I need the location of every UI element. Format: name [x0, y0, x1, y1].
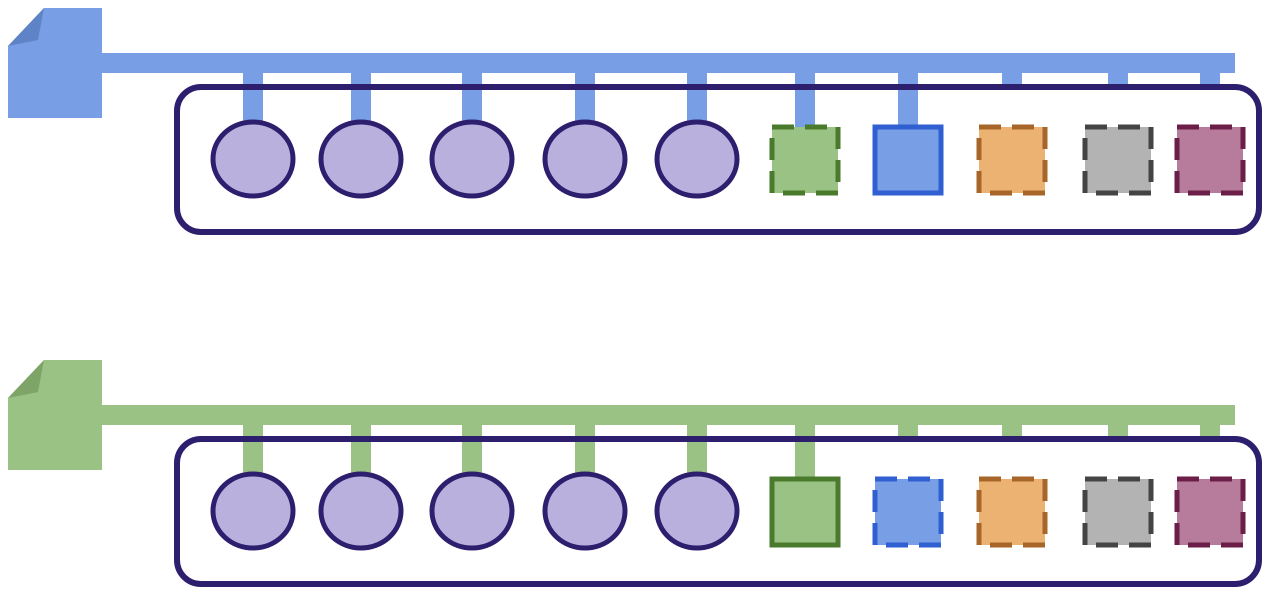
document-fold-icon: [8, 8, 44, 46]
container-box: [174, 436, 1262, 587]
bus-line: [100, 53, 1235, 73]
blue-row: [8, 8, 1262, 235]
active-square-blue: [872, 124, 944, 196]
bus-stub: [1200, 70, 1220, 86]
node-circle: [318, 119, 404, 199]
bus-connector: [575, 70, 595, 124]
container-box: [174, 84, 1262, 235]
source-document-icon: [8, 360, 102, 470]
bus-stub: [1002, 422, 1022, 438]
square-gray: [1082, 476, 1154, 548]
bus-connector: [575, 422, 595, 476]
bus-stub: [1002, 70, 1022, 86]
bus-connector: [351, 422, 371, 476]
square-purple: [1174, 124, 1246, 196]
bus-stub: [898, 422, 918, 438]
bus-connector: [351, 70, 371, 124]
square-orange: [976, 476, 1048, 548]
bus-line: [100, 405, 1235, 425]
bus-stub: [1108, 70, 1128, 86]
square-blue: [872, 476, 944, 548]
bus-connector: [898, 70, 918, 127]
bus-stub: [1108, 422, 1128, 438]
bus-connector: [243, 70, 263, 124]
bus-connector: [795, 422, 815, 479]
bus-connector: [687, 422, 707, 476]
square-green: [769, 124, 841, 196]
bus-connector: [795, 70, 815, 127]
bus-connector: [687, 70, 707, 124]
document-fold-icon: [8, 360, 44, 398]
bus-connector: [462, 70, 482, 124]
bus-connector: [243, 422, 263, 476]
node-circle: [429, 471, 515, 551]
active-square-green: [769, 476, 841, 548]
node-circle: [542, 471, 628, 551]
node-circle: [210, 471, 296, 551]
node-circle: [429, 119, 515, 199]
node-circle: [654, 471, 740, 551]
bus-connector: [462, 422, 482, 476]
bus-stub: [1200, 422, 1220, 438]
green-row: [8, 360, 1262, 587]
square-orange: [976, 124, 1048, 196]
node-circle: [318, 471, 404, 551]
node-circle: [210, 119, 296, 199]
square-purple: [1174, 476, 1246, 548]
node-circle: [654, 119, 740, 199]
source-document-icon: [8, 8, 102, 118]
node-circle: [542, 119, 628, 199]
square-gray: [1082, 124, 1154, 196]
